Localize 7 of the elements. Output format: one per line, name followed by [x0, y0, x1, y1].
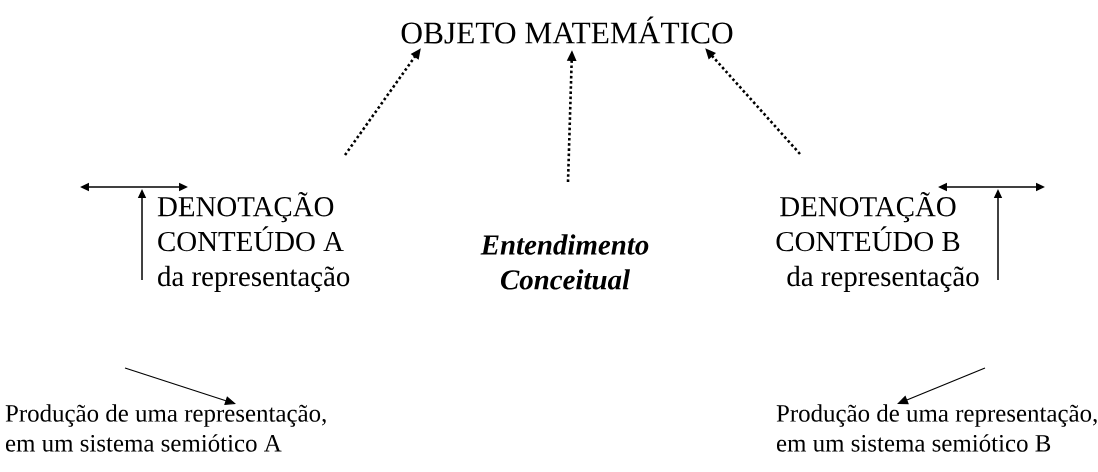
- text-label: DENOTAÇÃO CONTEÚDO B da representação: [776, 191, 979, 293]
- heading-text: OBJETO MATEMÁTICO: [401, 16, 733, 44]
- text-label: Produção de uma representação, em um sistema semiótico B: [776, 404, 1097, 452]
- text-label: DENOTAÇÃO CONTEÚDO A da representação: [157, 191, 350, 293]
- text-label: Entendimento Conceitual: [480, 234, 649, 290]
- text-label: Produção de uma representação, em um sistema semiótico A: [5, 404, 326, 452]
- arrow: [897, 367, 986, 405]
